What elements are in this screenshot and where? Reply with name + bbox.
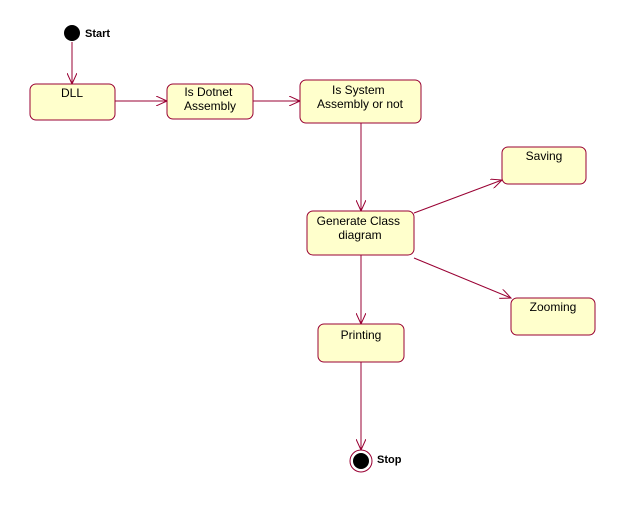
- node-generate-class-diagram: Generate Class diagram: [306, 210, 415, 256]
- stop-node-inner-dot: [353, 453, 369, 469]
- node-printing-label-line-1: Printing: [341, 328, 382, 342]
- edge-generate-to-saving: [413, 180, 502, 214]
- node-saving-label-line-1: Saving: [526, 149, 563, 163]
- node-is-system-assembly-label-line-2: Assembly or not: [317, 97, 404, 111]
- edges: [72, 42, 511, 450]
- node-is-dotnet-assembly-label-line-1: Is Dotnet: [184, 85, 233, 99]
- node-printing-box: [317, 323, 405, 363]
- node-is-system-assembly: Is System Assembly or not: [299, 79, 422, 124]
- node-zooming-box: [510, 297, 596, 336]
- node-generate-class-diagram-box: [306, 210, 415, 256]
- node-dll-box: [29, 83, 116, 121]
- node-is-system-assembly-box: [299, 79, 422, 124]
- node-zooming-label: Zooming: [530, 300, 577, 314]
- stop-node: Stop: [349, 449, 402, 473]
- node-is-dotnet-assembly-box: [166, 83, 254, 120]
- node-zooming-label-line-1: Zooming: [530, 300, 577, 314]
- node-printing-label: Printing: [341, 328, 382, 342]
- start-node: Start: [64, 25, 110, 41]
- node-dll-label-line-1: DLL: [61, 86, 83, 100]
- node-generate-class-diagram-label: Generate Class diagram: [317, 214, 404, 242]
- stop-label: Stop: [377, 454, 402, 466]
- start-label: Start: [85, 28, 110, 40]
- node-is-dotnet-assembly: Is Dotnet Assembly: [166, 83, 254, 120]
- node-is-dotnet-assembly-label: Is Dotnet Assembly: [184, 85, 236, 113]
- node-dll: DLL: [29, 83, 116, 121]
- node-generate-class-diagram-label-line-1: Generate Class: [317, 214, 400, 228]
- node-is-system-assembly-label: Is System Assembly or not: [317, 83, 404, 111]
- node-saving-box: [501, 146, 587, 185]
- node-saving: Saving: [501, 146, 587, 185]
- start-node-marker: [64, 25, 80, 41]
- node-printing: Printing: [317, 323, 405, 363]
- edge-generate-to-zooming: [413, 257, 511, 298]
- node-dll-label: DLL: [61, 86, 83, 100]
- node-zooming: Zooming: [510, 297, 596, 336]
- node-is-dotnet-assembly-label-line-2: Assembly: [184, 99, 236, 113]
- node-saving-label: Saving: [526, 149, 563, 163]
- node-generate-class-diagram-label-line-2: diagram: [338, 228, 381, 242]
- node-is-system-assembly-label-line-1: Is System: [332, 83, 385, 97]
